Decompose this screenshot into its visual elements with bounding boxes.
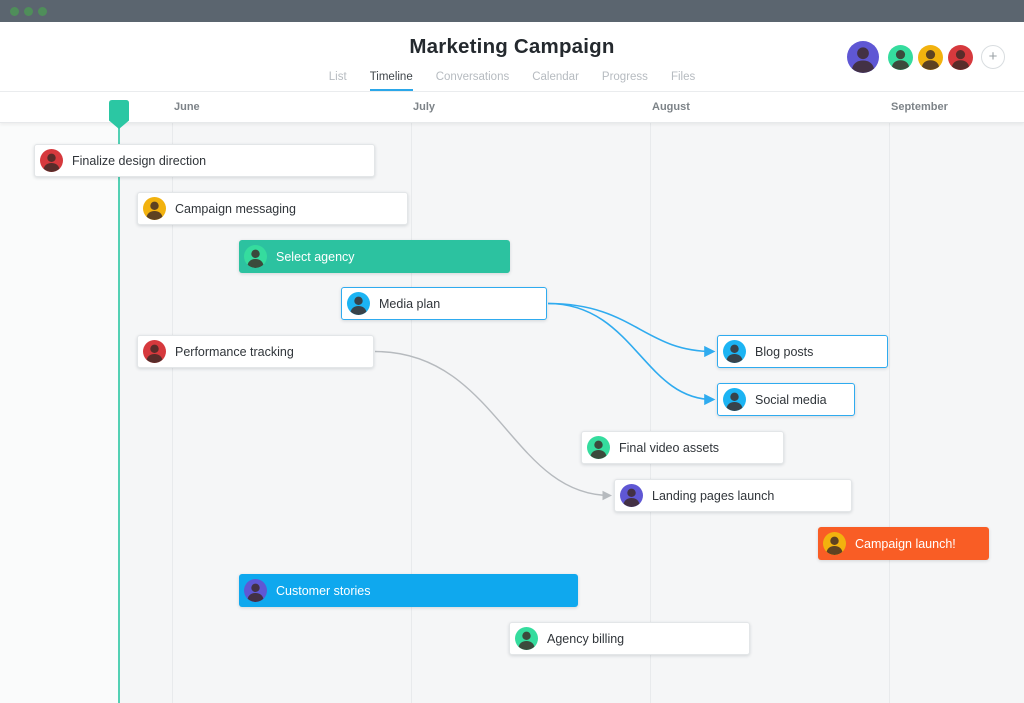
tab-timeline[interactable]: Timeline	[369, 71, 413, 91]
month-gridline	[411, 123, 412, 703]
task-label: Blog posts	[755, 344, 814, 359]
avatar	[823, 532, 846, 555]
task-label: Social media	[755, 392, 827, 407]
avatar	[620, 484, 643, 507]
avatar	[40, 149, 63, 172]
member-avatar[interactable]	[918, 44, 943, 70]
project-members: +	[847, 22, 1005, 92]
task-bar[interactable]: Agency billing	[509, 622, 750, 655]
avatar	[143, 340, 166, 363]
add-member-button[interactable]: +	[981, 45, 1005, 69]
task-label: Campaign launch!	[855, 536, 956, 551]
month-header: June July August September	[0, 92, 1024, 123]
avatar	[347, 292, 370, 315]
avatar	[515, 627, 538, 650]
month-gridline	[889, 123, 890, 703]
today-marker-icon[interactable]	[109, 100, 129, 135]
member-avatar[interactable]	[847, 41, 879, 73]
task-label: Performance tracking	[175, 344, 294, 359]
today-line	[118, 126, 120, 703]
month-label: July	[413, 101, 436, 113]
task-label: Customer stories	[276, 583, 371, 598]
member-avatar[interactable]	[888, 44, 913, 70]
window-control-dot[interactable]	[38, 6, 47, 16]
task-bar[interactable]: Landing pages launch	[614, 479, 852, 512]
task-label: Campaign messaging	[175, 201, 296, 216]
month-gridline	[650, 123, 651, 703]
task-bar[interactable]: Customer stories	[239, 574, 578, 607]
month-gridline	[172, 123, 173, 703]
task-bar[interactable]: Blog posts	[717, 335, 888, 368]
tab-progress[interactable]: Progress	[601, 71, 648, 83]
task-bar[interactable]: Media plan	[341, 287, 547, 320]
avatar	[587, 436, 610, 459]
task-label: Landing pages launch	[652, 488, 775, 503]
month-label: August	[652, 101, 690, 113]
avatar	[723, 340, 746, 363]
month-label: June	[174, 101, 200, 113]
task-label: Final video assets	[619, 440, 720, 455]
tab-files[interactable]: Files	[670, 71, 696, 83]
task-label: Media plan	[379, 296, 441, 311]
dependency-connector	[547, 302, 716, 406]
window-control-dot[interactable]	[10, 6, 19, 16]
task-label: Agency billing	[547, 631, 625, 646]
window-chrome	[0, 0, 1024, 22]
task-label: Select agency	[276, 249, 355, 264]
task-bar[interactable]: Final video assets	[581, 431, 784, 464]
member-avatar[interactable]	[948, 44, 973, 70]
month-label: September	[891, 101, 948, 113]
dependency-connector	[547, 302, 716, 358]
task-bar[interactable]: Campaign launch!	[818, 527, 989, 560]
tab-calendar[interactable]: Calendar	[532, 71, 579, 83]
avatar	[244, 245, 267, 268]
task-bar[interactable]: Finalize design direction	[34, 144, 375, 177]
past-region	[0, 123, 119, 703]
avatar	[723, 388, 746, 411]
task-label: Finalize design direction	[72, 153, 207, 168]
task-bar[interactable]: Performance tracking	[137, 335, 374, 368]
avatar	[244, 579, 267, 602]
window-control-dot[interactable]	[24, 6, 33, 16]
task-bar[interactable]: Campaign messaging	[137, 192, 408, 225]
avatar	[143, 197, 166, 220]
task-bar[interactable]: Social media	[717, 383, 855, 416]
tab-conversations[interactable]: Conversations	[435, 71, 510, 83]
page-title: Marketing Campaign	[409, 35, 615, 58]
tab-bar: List Timeline Conversations Calendar Progres…	[0, 71, 1024, 91]
project-header: Marketing Campaign List Timeline Conversat…	[0, 22, 1024, 92]
task-bar[interactable]: Select agency	[239, 240, 510, 273]
tab-list[interactable]: List	[328, 71, 347, 83]
